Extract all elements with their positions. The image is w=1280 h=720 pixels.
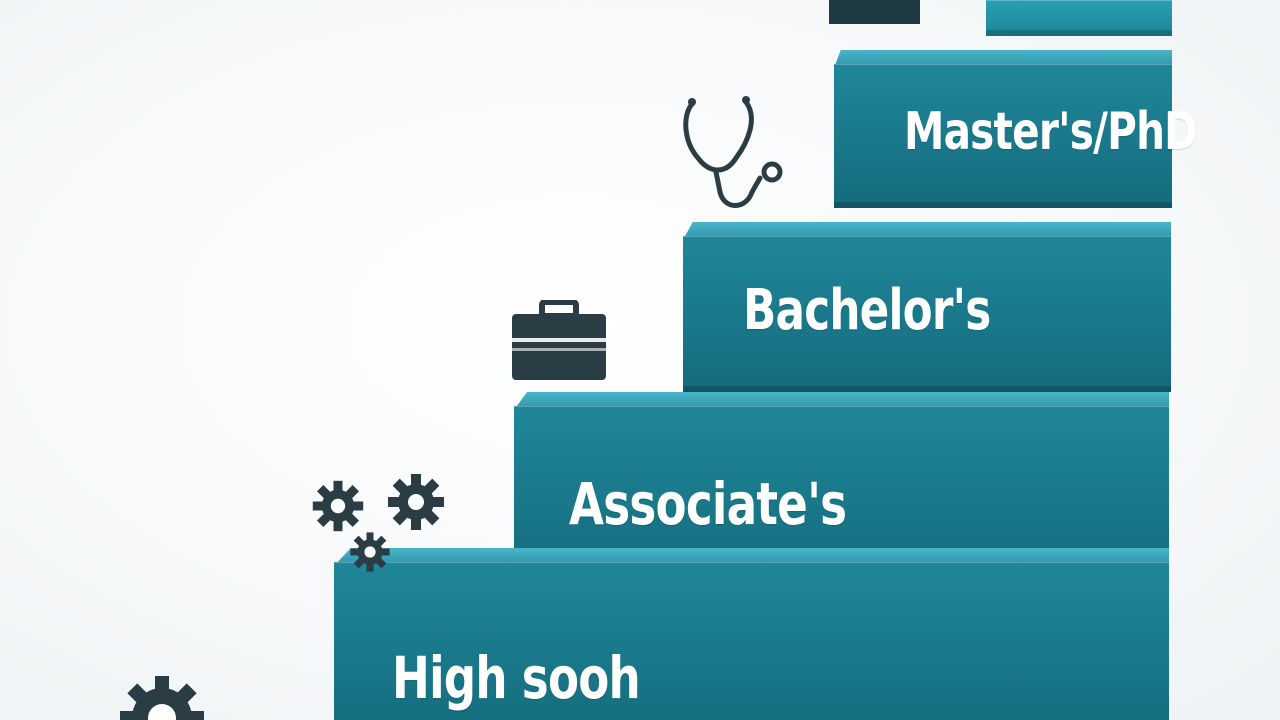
step-label-associates: Associate's [569, 470, 847, 538]
step-label-high-school: High sooh [392, 644, 641, 712]
stethoscope-icon [683, 96, 783, 208]
top-dark-block [829, 0, 920, 24]
gear-icon [120, 676, 204, 720]
step-masters-phd: Master's/PhD [834, 50, 1198, 208]
step-bachelors: Bachelor's [683, 222, 1171, 392]
top-partial-step [986, 0, 1172, 36]
step-label-masters-phd: Master's/PhD [904, 102, 1198, 162]
gears-icon [312, 474, 444, 572]
briefcase-icon [512, 300, 606, 380]
step-label-bachelors: Bachelor's [743, 278, 991, 343]
step-high-school: High sooh [334, 548, 1169, 720]
